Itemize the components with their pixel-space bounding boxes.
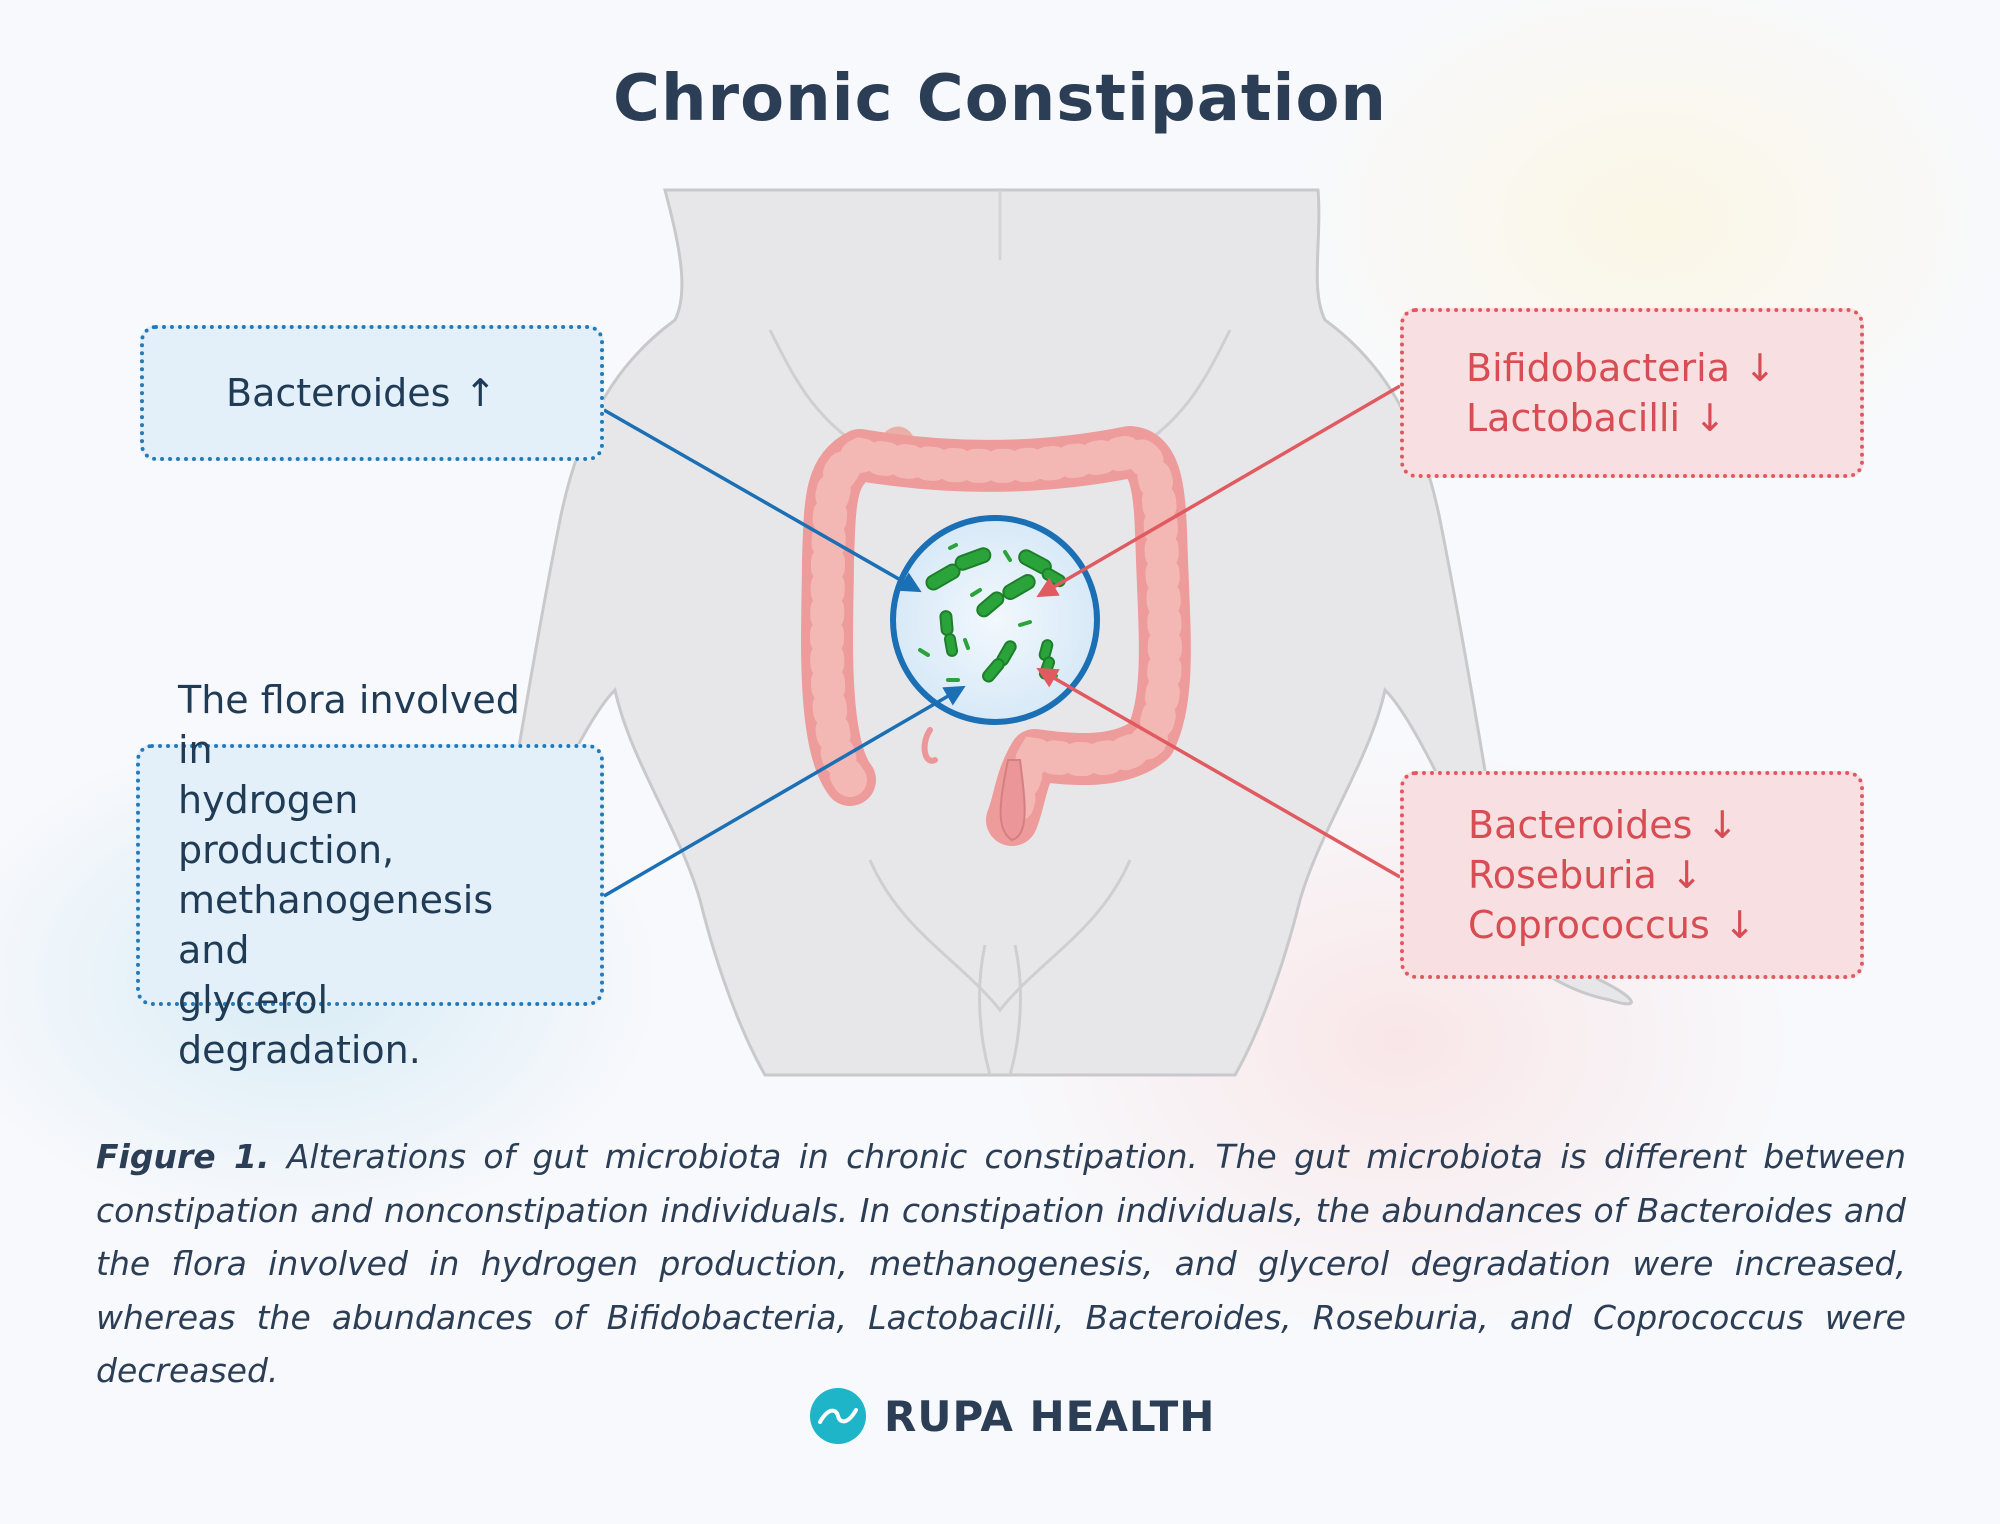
flora-line: glycerol degradation. bbox=[178, 978, 421, 1072]
increased-bacteroides-item: Bacteroides ↑ bbox=[226, 368, 564, 418]
increased-bacteroides-box: Bacteroides ↑ bbox=[140, 325, 604, 461]
coprococcus-label: Coprococcus bbox=[1468, 903, 1710, 947]
down-arrow: ↓ bbox=[1670, 853, 1703, 897]
decreased-bacteroides-group-box: Bacteroides ↓ Roseburia ↓ Coprococcus ↓ bbox=[1400, 771, 1864, 979]
flora-line: methanogenesis and bbox=[178, 878, 494, 972]
increased-flora-box: The flora involved in hydrogen productio… bbox=[136, 678, 604, 1072]
brand-name: RUPA HEALTH bbox=[884, 1391, 1216, 1441]
decreased-item-bifidobacteria: Bifidobacteria ↓ bbox=[1466, 343, 1824, 393]
bacteria-cluster bbox=[925, 547, 1066, 683]
down-arrow: ↓ bbox=[1694, 396, 1726, 440]
decreased-item-roseburia: Roseburia ↓ bbox=[1468, 850, 1824, 900]
rupa-health-logo-icon bbox=[810, 1388, 866, 1444]
arrow-flora bbox=[603, 685, 966, 898]
flora-line: hydrogen production, bbox=[178, 778, 395, 872]
down-arrow: ↓ bbox=[1706, 803, 1739, 847]
down-arrow: ↓ bbox=[1723, 903, 1756, 947]
arrow-bacteroides-up bbox=[603, 408, 922, 593]
figure-caption: Figure 1. Alterations of gut microbiota … bbox=[96, 1130, 1906, 1398]
figure-title: Chronic Constipation bbox=[613, 62, 1387, 136]
brand-footer: RUPA HEALTH bbox=[808, 1386, 1215, 1446]
decreased-bifido-lacto-box: Bifidobacteria ↓ Lactobacilli ↓ bbox=[1400, 308, 1864, 478]
bacteroides-label: Bacteroides bbox=[1468, 803, 1693, 847]
microbiota-lens bbox=[890, 515, 1100, 725]
arrow-bifido bbox=[1036, 384, 1401, 598]
connector-arrows bbox=[603, 384, 1401, 898]
roseburia-label: Roseburia bbox=[1468, 853, 1657, 897]
caption-text: Alterations of gut microbiota in chronic… bbox=[96, 1137, 1906, 1390]
caption-label: Figure 1. bbox=[96, 1137, 270, 1176]
bifidobacteria-label: Bifidobacteria bbox=[1466, 346, 1730, 390]
up-arrow: ↑ bbox=[464, 371, 497, 415]
decreased-item-lactobacilli: Lactobacilli ↓ bbox=[1466, 393, 1824, 443]
decreased-item-bacteroides: Bacteroides ↓ bbox=[1468, 800, 1824, 850]
arrow-down-group bbox=[1036, 667, 1401, 879]
flora-line: The flora involved in bbox=[178, 678, 520, 772]
lactobacilli-label: Lactobacilli bbox=[1466, 396, 1681, 440]
decreased-item-coprococcus: Coprococcus ↓ bbox=[1468, 900, 1824, 950]
colon bbox=[801, 426, 1191, 846]
down-arrow: ↓ bbox=[1743, 346, 1776, 390]
increased-bacteroides-label: Bacteroides bbox=[226, 371, 451, 415]
